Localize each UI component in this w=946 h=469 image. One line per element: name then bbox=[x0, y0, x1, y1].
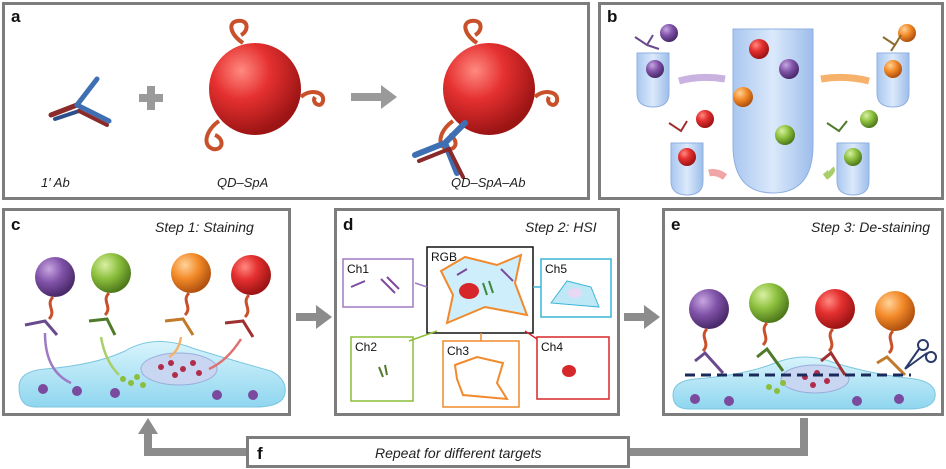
ch2-label: Ch2 bbox=[355, 340, 377, 354]
panel-e: e Step 3: De-staining bbox=[662, 208, 944, 416]
panel-c-illustration bbox=[18, 253, 286, 408]
caption-qd-spa: QD–SpA bbox=[217, 175, 269, 190]
scissors-icon bbox=[904, 339, 937, 370]
qd-spa-sphere bbox=[204, 18, 326, 152]
caption-qd-spa-ab: QD–SpA–Ab bbox=[451, 175, 526, 190]
repeat-text: Repeat for different targets bbox=[375, 445, 542, 461]
panel-d-label: d bbox=[343, 215, 354, 234]
panel-c: c Step 1: Staining bbox=[2, 208, 291, 416]
qd-spa-ab-conjugate bbox=[412, 18, 560, 179]
ch4-label: Ch4 bbox=[541, 340, 563, 354]
step-3-title: Step 3: De-staining bbox=[811, 219, 931, 235]
panel-a: a bbox=[2, 2, 590, 200]
panel-b: b bbox=[598, 2, 944, 200]
ch3-label: Ch3 bbox=[447, 344, 469, 358]
ch5-label: Ch5 bbox=[545, 262, 567, 276]
plus-icon bbox=[139, 86, 163, 110]
panel-f-label: f bbox=[257, 444, 263, 463]
panel-f: f Repeat for different targets bbox=[246, 436, 630, 468]
panel-c-label: c bbox=[11, 215, 21, 234]
primary-antibody-icon bbox=[48, 76, 112, 127]
panel-d-illustration: RGB Ch1 Ch5 Ch2 Ch3 Ch4 bbox=[342, 246, 612, 408]
panel-b-label: b bbox=[607, 7, 618, 26]
arrow-c-to-d-icon bbox=[296, 305, 332, 329]
panel-b-illustration bbox=[634, 24, 916, 196]
rgb-label: RGB bbox=[431, 250, 457, 264]
panel-e-illustration bbox=[672, 283, 937, 410]
panel-a-label: a bbox=[11, 7, 21, 26]
panel-a-illustration bbox=[48, 18, 560, 179]
ch1-label: Ch1 bbox=[347, 262, 369, 276]
step-1-title: Step 1: Staining bbox=[155, 219, 254, 235]
step-2-title: Step 2: HSI bbox=[525, 219, 597, 235]
panel-e-label: e bbox=[671, 215, 681, 234]
arrow-right-icon bbox=[351, 85, 397, 109]
panel-d: d Step 2: HSI RGB Ch1 Ch5 Ch2 Ch3 Ch4 bbox=[334, 208, 620, 416]
arrow-d-to-e-icon bbox=[624, 305, 660, 329]
caption-1-ab: 1′ Ab bbox=[41, 175, 70, 190]
